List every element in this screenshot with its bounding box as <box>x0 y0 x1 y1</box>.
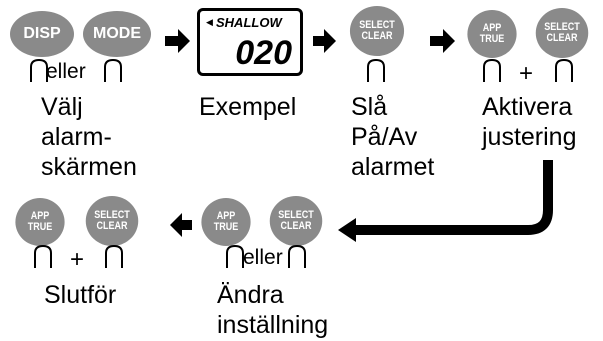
step5-caption-line2: inställning <box>217 311 329 339</box>
alarm-bell-icon: ◀ <box>206 17 213 27</box>
select-clear-button[interactable]: SELECT CLEAR <box>349 6 405 56</box>
select-clear-button-line2: CLEAR <box>361 30 393 42</box>
mode-button-label: MODE <box>93 25 141 42</box>
step2-caption: Exempel <box>199 93 297 121</box>
select-clear-button-line2: CLEAR <box>280 220 312 232</box>
step3-caption-line3: alarmet <box>351 153 435 181</box>
example-display: ◀ SHALLOW 020 <box>197 8 303 76</box>
app-true-button-line2: TRUE <box>27 221 53 233</box>
arrow-step1-to-step2 <box>165 29 190 53</box>
return-path-arrowhead <box>338 218 356 242</box>
step1-caption-line3: skärmen <box>41 153 137 181</box>
step4-caption-line2: justering <box>482 123 577 151</box>
select-clear-button-line2: CLEAR <box>546 32 578 44</box>
select-clear-button[interactable]: SELECT CLEAR <box>85 196 139 246</box>
step5-caption-line1: Ändra <box>217 281 284 309</box>
step5-connector: eller <box>243 246 283 269</box>
disp-button-label: DISP <box>23 25 61 42</box>
select-clear-button-line1: SELECT <box>278 209 314 221</box>
step3-caption-line1: Slå <box>351 93 388 121</box>
finger-press-icon <box>103 244 125 268</box>
step1-caption-line1: Välj <box>41 93 83 121</box>
select-clear-button[interactable]: SELECT CLEAR <box>269 196 323 246</box>
step6-caption: Slutför <box>44 281 117 309</box>
app-true-button[interactable]: APP TRUE <box>201 198 251 246</box>
finger-press-icon <box>102 58 124 82</box>
app-true-button[interactable]: APP TRUE <box>467 10 517 58</box>
step4-plus: + <box>519 60 534 87</box>
arrow-step2-to-step3 <box>313 29 336 53</box>
disp-button[interactable]: DISP <box>10 11 74 57</box>
finger-press-icon <box>286 244 308 268</box>
mode-button[interactable]: MODE <box>83 11 151 57</box>
select-clear-button-line1: SELECT <box>544 21 580 33</box>
finger-press-icon <box>553 58 575 82</box>
select-clear-button[interactable]: SELECT CLEAR <box>535 8 589 58</box>
finger-press-icon <box>365 58 387 82</box>
arrow-step5-to-step6 <box>170 213 192 237</box>
app-true-button[interactable]: APP TRUE <box>15 198 65 246</box>
app-true-button-line2: TRUE <box>213 221 239 233</box>
step1-caption-line2: alarm- <box>41 123 112 151</box>
select-clear-button-line1: SELECT <box>94 209 130 221</box>
app-true-button-line1: APP <box>30 210 50 222</box>
step3-caption-line2: På/Av <box>351 123 418 151</box>
step1-connector: eller <box>46 60 86 83</box>
display-value: 020 <box>235 34 292 72</box>
return-path-line <box>352 160 553 235</box>
app-true-button-line1: APP <box>216 210 236 222</box>
app-true-button-line2: TRUE <box>479 33 505 45</box>
app-true-button-line1: APP <box>482 22 502 34</box>
finger-press-icon <box>481 58 503 82</box>
finger-press-icon <box>224 244 246 268</box>
arrow-step3-to-step4 <box>430 29 455 53</box>
select-clear-button-line2: CLEAR <box>96 220 128 232</box>
select-clear-button-line1: SELECT <box>359 19 395 31</box>
display-label: SHALLOW <box>216 15 282 30</box>
finger-press-icon <box>32 244 54 268</box>
step4-caption-line1: Aktivera <box>482 93 573 121</box>
finger-press-icon <box>28 58 50 82</box>
step6-plus: + <box>70 246 85 273</box>
